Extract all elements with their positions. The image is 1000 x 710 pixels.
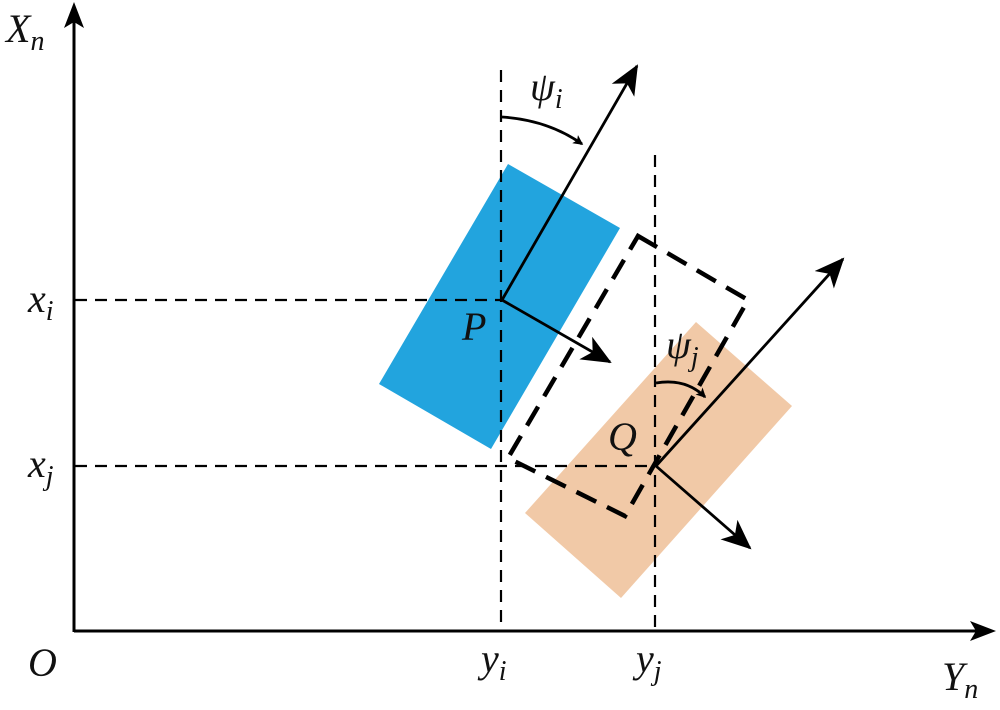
vessel-i-shape xyxy=(379,164,620,449)
psi-i-angle-arc xyxy=(501,115,584,146)
origin-label: O xyxy=(28,640,57,685)
tick-label-yi: yi xyxy=(477,636,507,687)
psi-j-label: ψj xyxy=(666,322,699,373)
vessel-i-lateral-vector xyxy=(501,298,612,364)
horizontal-axis-arrowhead-icon xyxy=(970,621,996,641)
psi-i-label: ψi xyxy=(530,64,563,115)
tick-label-xi: xi xyxy=(27,276,54,327)
point-p-label: P xyxy=(461,304,486,349)
point-q-label: Q xyxy=(608,414,637,459)
vertical-axis-arrowhead-icon xyxy=(64,2,84,28)
psi-j-angle-arc xyxy=(655,380,707,399)
vessel-j-heading-vector xyxy=(654,257,845,467)
tick-label-xj: xj xyxy=(27,441,54,492)
tick-label-yj: yj xyxy=(632,636,662,687)
vessel-j-lateral-vector xyxy=(655,464,752,550)
dashed-vessel-outline xyxy=(504,232,752,519)
horizontal-axis-label: Yn xyxy=(942,654,978,705)
vertical-axis-label: Xn xyxy=(4,6,44,57)
vessel-i-heading-vector xyxy=(500,64,639,301)
